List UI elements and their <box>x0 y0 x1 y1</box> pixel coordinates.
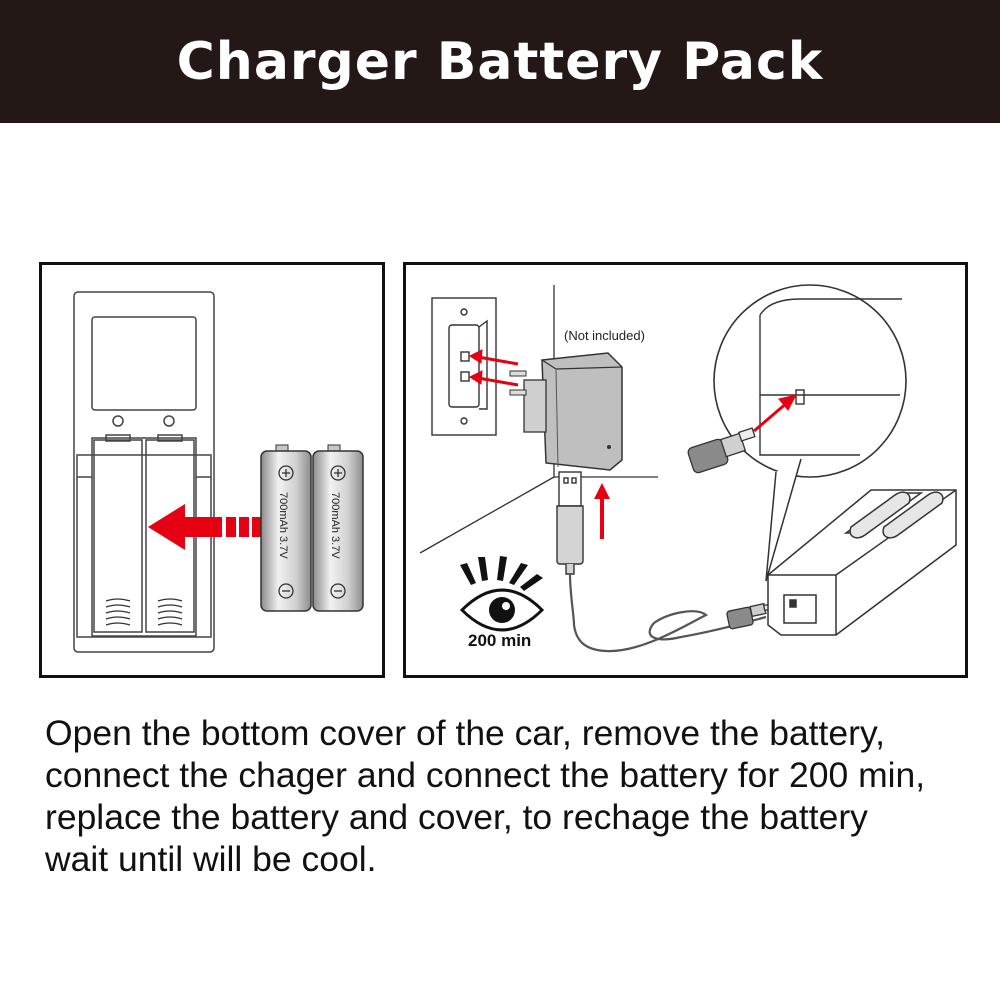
insert-battery-panel: 700mAh 3.7V 700mAh 3.7V <box>39 262 385 678</box>
connect-arrow-icon <box>594 483 610 539</box>
usb-plug-icon <box>556 471 584 575</box>
barrel-plug-icon <box>726 601 780 630</box>
charging-cable <box>568 573 767 653</box>
battery-icon <box>260 444 312 612</box>
insert-arrow-icon <box>148 504 262 550</box>
battery-label-2: 700mAh 3.7V <box>329 492 341 559</box>
battery-label-1: 700mAh 3.7V <box>277 492 289 559</box>
battery-icon <box>312 444 364 612</box>
instruction-line: Open the bottom cover of the car, remove… <box>45 713 885 753</box>
instruction-line: connect the chager and connect the batte… <box>45 755 926 795</box>
instructions-text: Open the bottom cover of the car, remove… <box>45 712 975 880</box>
zoom-detail <box>687 284 907 582</box>
instruction-line: wait until will be cool. <box>45 839 377 879</box>
spring-icon <box>105 598 183 626</box>
plug-in-arrow-icon <box>468 349 519 387</box>
charging-illustration: (Not included) <box>419 284 957 653</box>
barrel-plug-icon <box>687 427 756 474</box>
adapter-note: (Not included) <box>564 328 645 343</box>
charging-panel: (Not included) <box>403 262 968 678</box>
eye-icon <box>459 556 545 632</box>
ac-adapter-icon <box>509 352 623 471</box>
plug-arrow-icon <box>753 394 797 433</box>
page-title: Charger Battery Pack <box>176 31 824 92</box>
title-banner: Charger Battery Pack <box>0 0 1000 123</box>
charge-time-label: 200 min <box>468 631 531 650</box>
battery-compartment-illustration: 700mAh 3.7V 700mAh 3.7V <box>73 291 364 653</box>
wall-outlet-icon <box>431 297 497 436</box>
instruction-line: replace the battery and cover, to rechag… <box>45 797 868 837</box>
battery-holder <box>73 291 215 653</box>
charger-dock-icon <box>767 489 957 636</box>
